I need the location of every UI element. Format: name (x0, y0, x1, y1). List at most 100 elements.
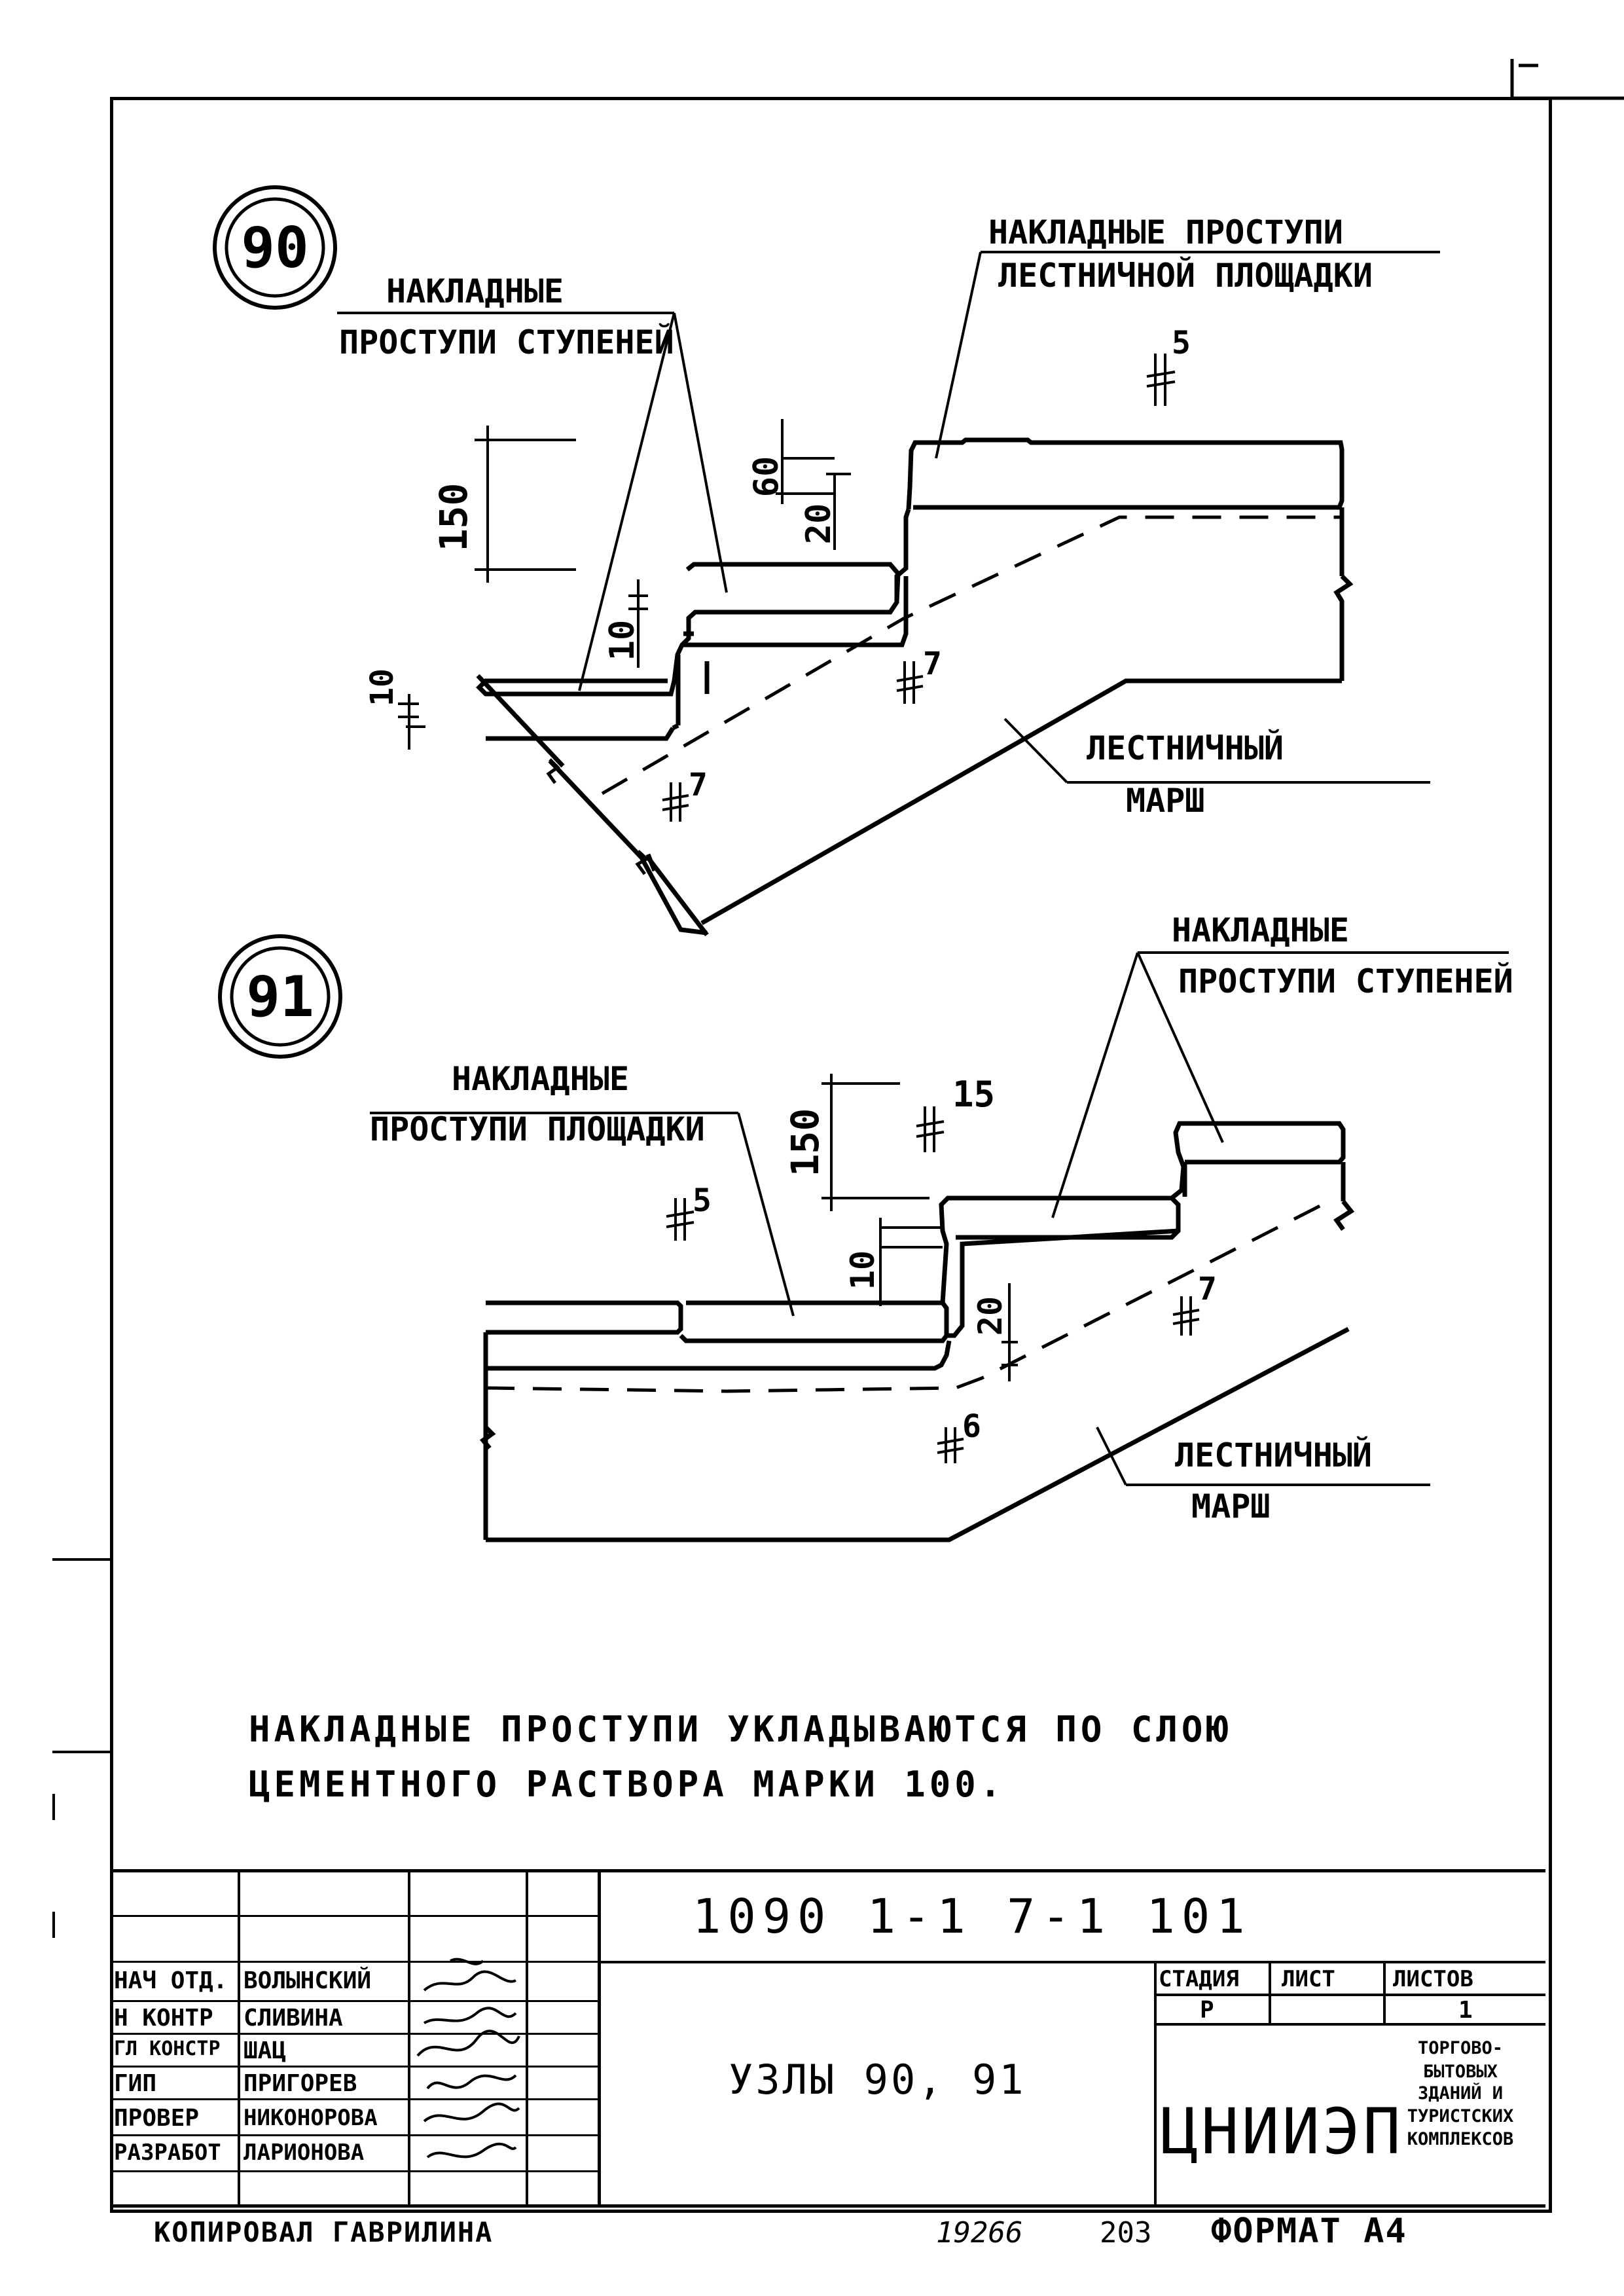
sheet-frame (110, 97, 1552, 2213)
detail-90-dim-20: 20 (799, 503, 839, 545)
detail-91-leaders (370, 951, 1509, 1486)
tb-stage-value: Р (1200, 1997, 1214, 2024)
detail-90-dim-150: 150 (431, 483, 476, 552)
detail-90-marker: 90 (213, 185, 337, 310)
tb-stage-row-1 (1154, 1994, 1545, 1996)
tb-org-sub-4: ТУРИСТСКИХ (1407, 2106, 1514, 2126)
tb-org-sub-5: КОМПЛЕКСОВ (1407, 2129, 1514, 2149)
detail-91-dim-15: 15 (952, 1074, 995, 1115)
detail-91-label-flight-1: ЛЕСТНИЧНЫЙ (1175, 1436, 1372, 1474)
tb-code-divider (598, 1961, 1545, 1963)
detail-90-leaders (337, 251, 1440, 784)
detail-90-label-step-1: НАКЛАДНЫЕ (386, 272, 564, 310)
tb-document-code: 1090 1-1 7-1 101 (693, 1889, 1252, 1944)
tb-row-8 (110, 2170, 598, 2172)
tb-org-sub-2: БЫТОВЫХ (1423, 2062, 1498, 2082)
detail-91-label-flight-2: МАРШ (1191, 1487, 1270, 1525)
tb-org-sub-1: ТОРГОВО- (1417, 2038, 1504, 2058)
detail-91-label-landing-1: НАКЛАДНЫЕ (452, 1060, 629, 1098)
tb-row-5 (110, 2066, 598, 2068)
detail-91-label-step-2: ПРОСТУПИ СТУПЕНЕЙ (1178, 962, 1513, 1000)
detail-90-dim-10a: 10 (603, 620, 642, 661)
detail-90-break-marks (546, 758, 650, 875)
tb-role-3: ГИП (114, 2070, 157, 2097)
tb-stage-col-3 (1383, 1961, 1386, 2023)
tb-role-4: ПРОВЕР (114, 2105, 200, 2132)
detail-91-label-landing-2: ПРОСТУПИ ПЛОЩАДКИ (370, 1110, 705, 1148)
detail-90-ref-7a: 7 (923, 646, 942, 682)
tb-col-stage: СТАДИЯ (1159, 1966, 1239, 1992)
detail-90-label-flight-2: МАРШ (1126, 782, 1204, 820)
tb-name-5: ЛАРИОНОВА (244, 2140, 365, 2166)
tb-role-0: НАЧ ОТД. (114, 1967, 228, 1994)
tb-row-7 (110, 2134, 598, 2136)
tb-bottom (110, 2204, 1545, 2208)
tb-organization-sub: ТОРГОВО- БЫТОВЫХ ЗДАНИЙ И ТУРИСТСКИХ КОМ… (1379, 2032, 1542, 2155)
corner-mark (1510, 59, 1624, 100)
footer-page: 203 (1100, 2216, 1152, 2250)
tb-top-line (110, 1869, 1545, 1872)
binding-marks (52, 1558, 110, 1938)
detail-91-dimensions (821, 1074, 1018, 1381)
detail-91-marker: 91 (218, 934, 342, 1059)
detail-91-label-step-1: НАКЛАДНЫЕ (1172, 911, 1349, 949)
tb-name-1: СЛИВИНА (244, 2005, 343, 2032)
tb-col-3 (526, 1869, 528, 2206)
detail-90-label-landing-1: НАКЛАДНЫЕ ПРОСТУПИ (988, 213, 1343, 251)
detail-90-dim-60: 60 (747, 456, 786, 498)
tb-row-4 (110, 2033, 598, 2035)
tb-name-2: ШАЦ (244, 2037, 287, 2064)
detail-91-dim-20: 20 (971, 1296, 1009, 1336)
detail-91-dashed-rebar (485, 1196, 1337, 1393)
general-note-line-2: ЦЕМЕНТНОГО РАСТВОРА МАРКИ 100. (249, 1764, 1005, 1805)
detail-90-label-landing-2: ЛЕСТНИЧНОЙ ПЛОЩАДКИ (998, 256, 1373, 295)
footer-number: 19266 (936, 2216, 1023, 2250)
tb-divider-vertical (598, 1869, 601, 2206)
tb-col-sheet: ЛИСТ (1282, 1966, 1335, 1992)
detail-90: 90 (213, 185, 1440, 937)
tb-name-4: НИКОНОРОВА (244, 2105, 378, 2131)
detail-91-dim-10: 10 (844, 1250, 882, 1290)
tb-stage-left (1154, 1961, 1157, 2204)
detail-91-ref-5: 5 (693, 1182, 712, 1219)
tb-row-1 (110, 1915, 598, 1917)
detail-90-ref-marks (662, 354, 1176, 822)
detail-90-number: 90 (241, 215, 309, 281)
detail-90-flight (476, 437, 1354, 937)
tb-stage-row-2 (1154, 2023, 1545, 2026)
tb-col-1 (238, 1869, 240, 2206)
detail-91-dim-150: 150 (783, 1108, 827, 1177)
detail-90-ref-7b: 7 (689, 767, 708, 803)
detail-90-label-flight-1: ЛЕСТНИЧНЫЙ (1087, 729, 1284, 767)
tb-row-2 (110, 1961, 598, 1963)
tb-organization: ЦНИИЭП (1161, 2095, 1403, 2168)
signatures (416, 1958, 520, 2159)
general-note: НАКЛАДНЫЕ ПРОСТУПИ УКЛАДЫВАЮТСЯ ПО СЛОЮ … (249, 1702, 1362, 1812)
footer-format: ФОРМАТ А4 (1211, 2212, 1407, 2251)
tb-sheets-value: 1 (1458, 1997, 1473, 2024)
tb-name-0: ВОЛЫНСКИЙ (244, 1967, 372, 1994)
tb-role-5: РАЗРАБОТ (114, 2140, 221, 2166)
tb-row-3 (110, 2000, 598, 2002)
detail-90-label-step-2: ПРОСТУПИ СТУПЕНЕЙ (339, 323, 674, 361)
tb-stage-col-2 (1269, 1961, 1271, 2023)
general-note-line-1: НАКЛАДНЫЕ ПРОСТУПИ УКЛАДЫВАЮТСЯ ПО СЛОЮ (249, 1709, 1232, 1750)
tb-org-sub-3: ЗДАНИЙ И (1417, 2083, 1504, 2104)
tb-name-3: ПРИГОРЕВ (244, 2070, 357, 2097)
detail-91-flight (479, 1121, 1355, 1542)
tb-col-2 (408, 1869, 410, 2206)
detail-91-number: 91 (246, 964, 314, 1030)
detail-90-ref-5: 5 (1172, 325, 1191, 361)
detail-90-dim-10b: 10 (364, 668, 401, 706)
detail-91-ref-7: 7 (1198, 1271, 1217, 1307)
tb-col-sheets: ЛИСТОВ (1393, 1966, 1473, 1992)
tb-role-2: ГЛ КОНСТР (114, 2037, 221, 2060)
tb-row-6 (110, 2098, 598, 2100)
detail-90-dimensions (398, 419, 851, 750)
detail-91-ref-marks (666, 1106, 1200, 1463)
tb-role-1: Н КОНТР (114, 2005, 213, 2032)
title-block: НАЧ ОТД. ВОЛЫНСКИЙ Н КОНТР СЛИВИНА ГЛ КО… (110, 1869, 1545, 2210)
detail-91-ref-6: 6 (962, 1408, 981, 1445)
detail-91: 91 (218, 911, 1513, 1542)
